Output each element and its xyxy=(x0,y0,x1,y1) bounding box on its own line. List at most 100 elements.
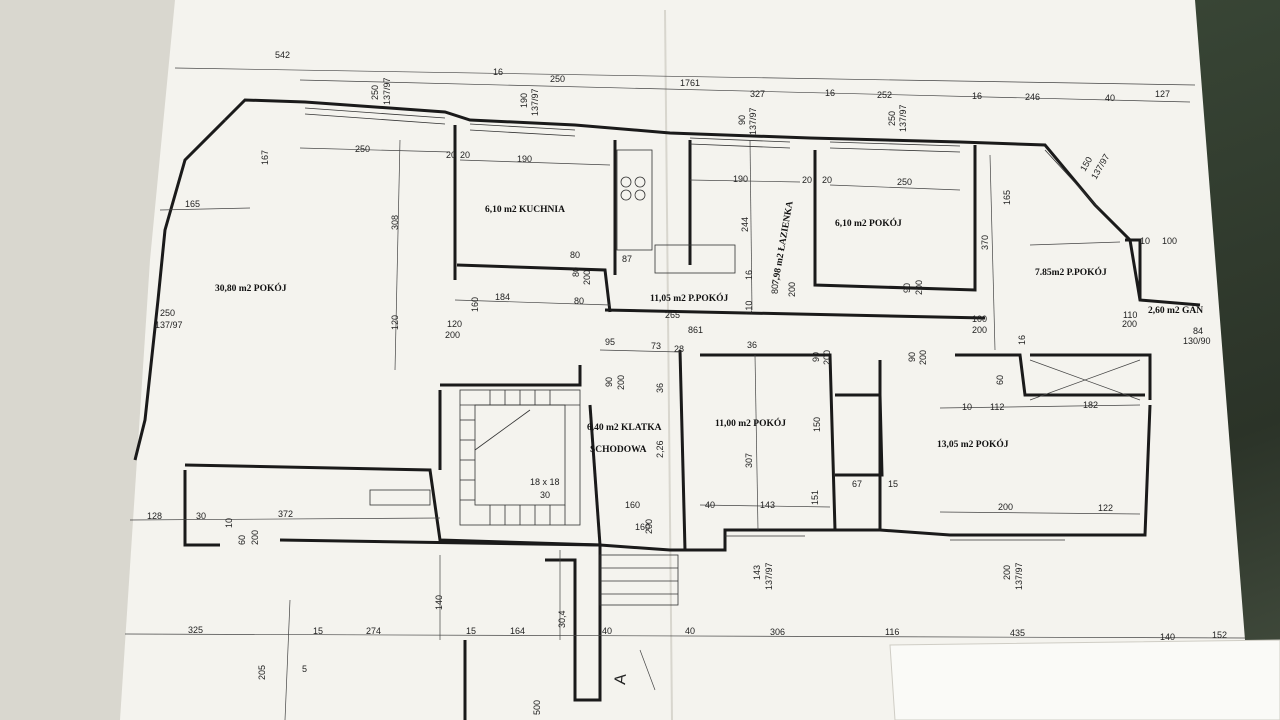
svg-text:80: 80 xyxy=(770,284,780,294)
svg-text:90: 90 xyxy=(604,377,614,387)
svg-text:100: 100 xyxy=(1162,236,1177,246)
svg-text:308: 308 xyxy=(390,215,400,230)
svg-text:110: 110 xyxy=(744,301,754,315)
svg-text:90: 90 xyxy=(902,283,912,293)
svg-text:16: 16 xyxy=(744,270,754,280)
svg-text:128: 128 xyxy=(147,511,162,521)
room-label-ppokoj-785: 7.85m2 P.POKÓJ xyxy=(1035,266,1107,278)
svg-text:164: 164 xyxy=(510,626,525,636)
svg-text:252: 252 xyxy=(877,90,892,100)
svg-text:307: 307 xyxy=(744,453,754,468)
svg-text:16: 16 xyxy=(825,88,835,98)
svg-text:250: 250 xyxy=(355,144,370,154)
svg-text:137/97: 137/97 xyxy=(530,88,540,116)
svg-text:80: 80 xyxy=(571,267,581,277)
svg-text:90: 90 xyxy=(811,352,821,362)
svg-text:137/97: 137/97 xyxy=(764,562,774,590)
svg-text:15: 15 xyxy=(888,479,898,489)
svg-text:200: 200 xyxy=(918,350,928,365)
cabinet xyxy=(369,489,431,506)
room-label-klatka: 6,40 m2 KLATKA xyxy=(587,423,662,433)
svg-text:200: 200 xyxy=(644,519,654,534)
svg-text:5: 5 xyxy=(302,664,307,674)
svg-text:122: 122 xyxy=(1098,503,1113,513)
svg-text:265: 265 xyxy=(665,310,680,320)
svg-text:190: 190 xyxy=(517,154,532,164)
svg-text:18 x 18: 18 x 18 xyxy=(530,477,560,487)
svg-text:10: 10 xyxy=(224,518,234,528)
svg-text:250: 250 xyxy=(160,308,175,318)
svg-text:542: 542 xyxy=(275,50,290,60)
svg-text:184: 184 xyxy=(495,292,510,302)
entry-steps xyxy=(599,554,679,606)
svg-text:250: 250 xyxy=(887,111,897,126)
svg-text:200: 200 xyxy=(822,350,832,365)
svg-text:200: 200 xyxy=(250,530,260,545)
svg-text:370: 370 xyxy=(980,235,990,250)
svg-text:60: 60 xyxy=(237,535,247,545)
room-label-pokoj-11: 11,00 m2 POKÓJ xyxy=(715,417,786,429)
svg-text:116: 116 xyxy=(885,627,899,637)
svg-text:16: 16 xyxy=(972,91,982,101)
svg-text:16: 16 xyxy=(493,67,503,77)
interior-dimensions: 167 250 20 20 190 190 244 20 20 250 165 … xyxy=(147,144,1211,590)
svg-text:152: 152 xyxy=(1212,630,1227,640)
svg-text:36: 36 xyxy=(655,383,665,393)
svg-text:1761: 1761 xyxy=(680,78,700,88)
outer-wall-north xyxy=(223,98,1201,307)
svg-text:30,4: 30,4 xyxy=(557,610,567,628)
room-label-schodowa: SCHODOWA xyxy=(590,445,647,455)
svg-text:200: 200 xyxy=(787,282,797,297)
svg-text:140: 140 xyxy=(434,595,444,610)
svg-text:250: 250 xyxy=(370,85,380,100)
paper-sheet xyxy=(120,0,1245,720)
svg-text:200: 200 xyxy=(972,325,987,335)
svg-text:150: 150 xyxy=(812,417,822,432)
svg-text:165: 165 xyxy=(185,199,200,209)
page-fold xyxy=(664,9,673,720)
kitchen-counter xyxy=(616,149,653,251)
svg-text:200: 200 xyxy=(445,330,460,340)
svg-text:10: 10 xyxy=(962,402,972,412)
svg-text:90: 90 xyxy=(737,115,747,125)
svg-text:130/90: 130/90 xyxy=(1183,336,1211,346)
svg-text:205: 205 xyxy=(257,665,267,680)
svg-text:160: 160 xyxy=(625,500,640,510)
svg-text:10: 10 xyxy=(1140,236,1150,246)
svg-text:500: 500 xyxy=(532,700,542,715)
svg-text:67: 67 xyxy=(852,479,862,489)
svg-text:40: 40 xyxy=(705,500,715,510)
svg-text:127: 127 xyxy=(1155,89,1170,99)
svg-text:137/97: 137/97 xyxy=(748,107,758,135)
dimension-lines xyxy=(124,139,1246,720)
bathtub xyxy=(654,244,736,274)
svg-text:30: 30 xyxy=(540,490,550,500)
svg-text:160: 160 xyxy=(470,297,480,312)
svg-text:40: 40 xyxy=(602,626,612,636)
svg-text:372: 372 xyxy=(278,509,293,519)
svg-text:80: 80 xyxy=(574,296,584,306)
svg-text:200: 200 xyxy=(1122,319,1137,329)
room-label-pokoj-30: 30,80 m2 POKÓJ xyxy=(215,282,287,294)
svg-text:15: 15 xyxy=(313,626,323,636)
room-label-ppokoj-1105: 11,05 m2 P.POKÓJ xyxy=(650,292,729,304)
svg-text:60: 60 xyxy=(995,375,1005,385)
svg-text:137/97: 137/97 xyxy=(155,320,183,330)
svg-text:200: 200 xyxy=(616,375,626,390)
bottom-dimensions: 325 15 274 15 164 30,4 40 40 306 116 435… xyxy=(188,610,1227,642)
svg-text:87: 87 xyxy=(622,254,632,264)
svg-text:861: 861 xyxy=(688,325,703,335)
svg-text:190: 190 xyxy=(519,93,529,108)
svg-text:143: 143 xyxy=(760,500,775,510)
svg-text:200: 200 xyxy=(582,270,592,285)
outer-wall-west xyxy=(133,118,227,461)
svg-text:306: 306 xyxy=(770,627,785,637)
svg-text:36: 36 xyxy=(747,340,757,350)
svg-text:120: 120 xyxy=(447,319,462,329)
svg-text:200: 200 xyxy=(1002,565,1012,580)
svg-text:137/97: 137/97 xyxy=(1014,562,1024,590)
svg-text:246: 246 xyxy=(1025,92,1040,102)
room-label-kuchnia: 6,10 m2 KUCHNIA xyxy=(485,205,565,215)
svg-text:151: 151 xyxy=(810,490,820,505)
